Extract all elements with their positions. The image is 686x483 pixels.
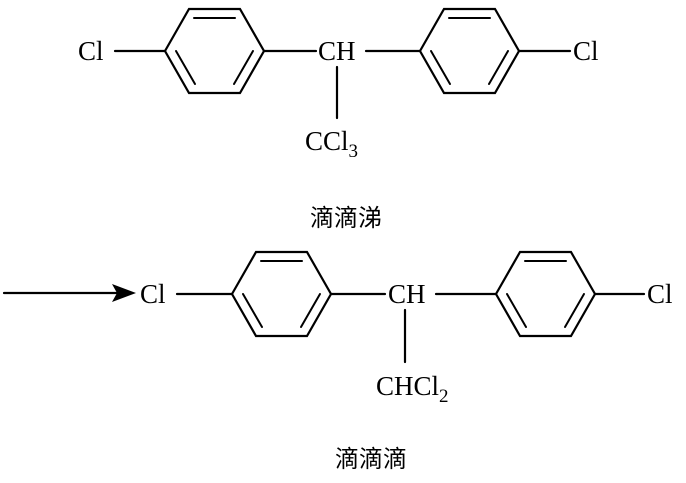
bottom-molecule-caption: 滴滴滴 bbox=[335, 445, 407, 473]
top-left-cl-label: Cl bbox=[78, 36, 104, 66]
bottom-center-ch-label: CH bbox=[388, 279, 426, 309]
top-right-cl-label: Cl bbox=[573, 36, 599, 66]
bottom-side-chain-label: CHCl2 bbox=[376, 371, 449, 407]
bottom-molecule: Cl CH Cl CHCl2 滴滴滴 bbox=[140, 250, 673, 473]
bottom-right-cl-label: Cl bbox=[647, 279, 673, 309]
top-center-ch-label: CH bbox=[318, 36, 356, 66]
bottom-left-cl-label: Cl bbox=[140, 279, 166, 309]
top-left-benzene-ring bbox=[163, 7, 266, 95]
top-molecule-caption: 滴滴涕 bbox=[310, 204, 382, 232]
top-molecule: Cl CH Cl CCl3 滴滴涕 bbox=[78, 7, 599, 232]
reaction-arrow bbox=[2, 284, 136, 302]
top-right-benzene-ring bbox=[418, 7, 521, 95]
bottom-left-benzene-ring bbox=[230, 250, 333, 338]
top-side-chain-label: CCl3 bbox=[305, 126, 358, 162]
bottom-right-benzene-ring bbox=[494, 250, 597, 338]
arrow-head bbox=[112, 284, 136, 302]
